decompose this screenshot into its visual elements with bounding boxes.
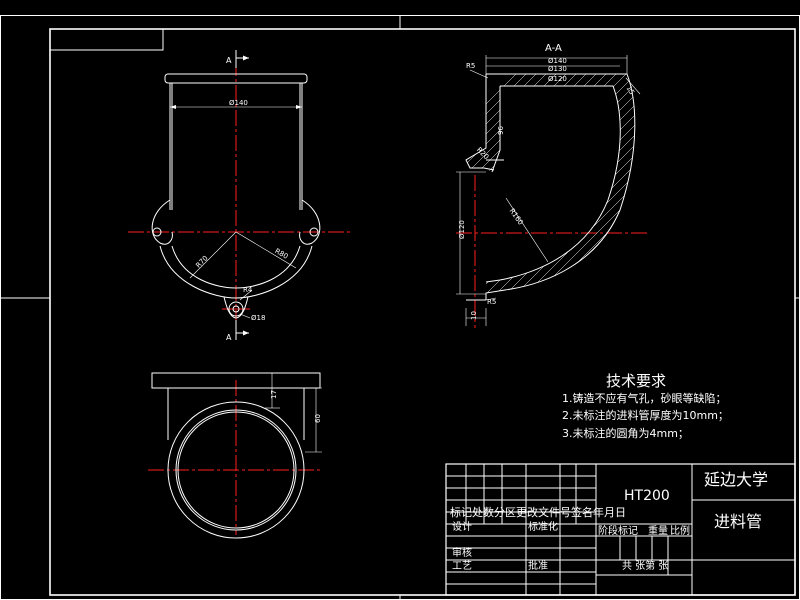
label-standardization: 标准化	[528, 520, 558, 533]
dim-17: 17	[270, 390, 278, 399]
tech-title: 技术要求	[606, 372, 666, 390]
cut-marker-bottom: A	[226, 333, 232, 342]
tech-item-2: 2.未标注的进料管厚度为10mm；	[562, 408, 729, 422]
dim-96: 96	[497, 126, 505, 135]
dim-15: 15	[625, 85, 636, 97]
tech-item-3: 3.未标注的圆角为4mm；	[562, 426, 689, 440]
sheet-frame	[0, 15, 800, 600]
label-sheets: 共 张第 张	[622, 559, 668, 572]
dim-10: 10	[470, 311, 478, 320]
dim-dia-120-left: Ø120	[458, 220, 466, 239]
label-process: 工艺	[452, 560, 472, 572]
revision-header: 标记处数分区更改文件号签名年月日	[450, 505, 626, 519]
section-label: A-A	[545, 43, 562, 54]
dim-dia-140-section: Ø140	[548, 57, 567, 65]
dim-r70: R70	[194, 254, 209, 269]
dim-dia-130: Ø130	[548, 65, 567, 73]
part-name: 进料管	[714, 512, 762, 531]
label-design: 设计	[452, 520, 472, 533]
bottom-view: 17 60	[148, 372, 322, 539]
dim-r5-bottom: R5	[487, 298, 496, 306]
front-view: A A Ø140 R70 R80 R4 Ø1	[128, 50, 352, 342]
label-stage-mark: 阶段标记	[598, 524, 638, 537]
dim-dia-120-top: Ø120	[548, 75, 567, 83]
label-approve: 批准	[528, 559, 548, 572]
dim-r80: R80	[273, 247, 289, 261]
label-scale: 比例	[670, 524, 690, 537]
dim-r5-top: R5	[466, 62, 475, 70]
dim-60: 60	[314, 414, 322, 423]
dim-r20: R20	[475, 146, 490, 161]
label-weight: 重量	[648, 524, 668, 537]
university-name: 延边大学	[704, 470, 768, 489]
dim-dia-140-front: Ø140	[229, 99, 248, 107]
cut-marker-top: A	[226, 56, 232, 65]
tech-item-1: 1.铸造不应有气孔，砂眼等缺陷；	[562, 391, 727, 405]
dim-r4: R4	[243, 286, 253, 294]
title-block: HT200 延边大学 进料管 标记处数分区更改文件号签名年月日 设计 标准化 阶…	[445, 463, 796, 596]
label-review: 审核	[452, 546, 472, 559]
dim-r160: R160	[508, 207, 525, 227]
dim-dia-18: Ø18	[251, 314, 265, 322]
material: HT200	[624, 488, 670, 504]
tech-requirements: 技术要求 1.铸造不应有气孔，砂眼等缺陷； 2.未标注的进料管厚度为10mm； …	[562, 372, 729, 440]
